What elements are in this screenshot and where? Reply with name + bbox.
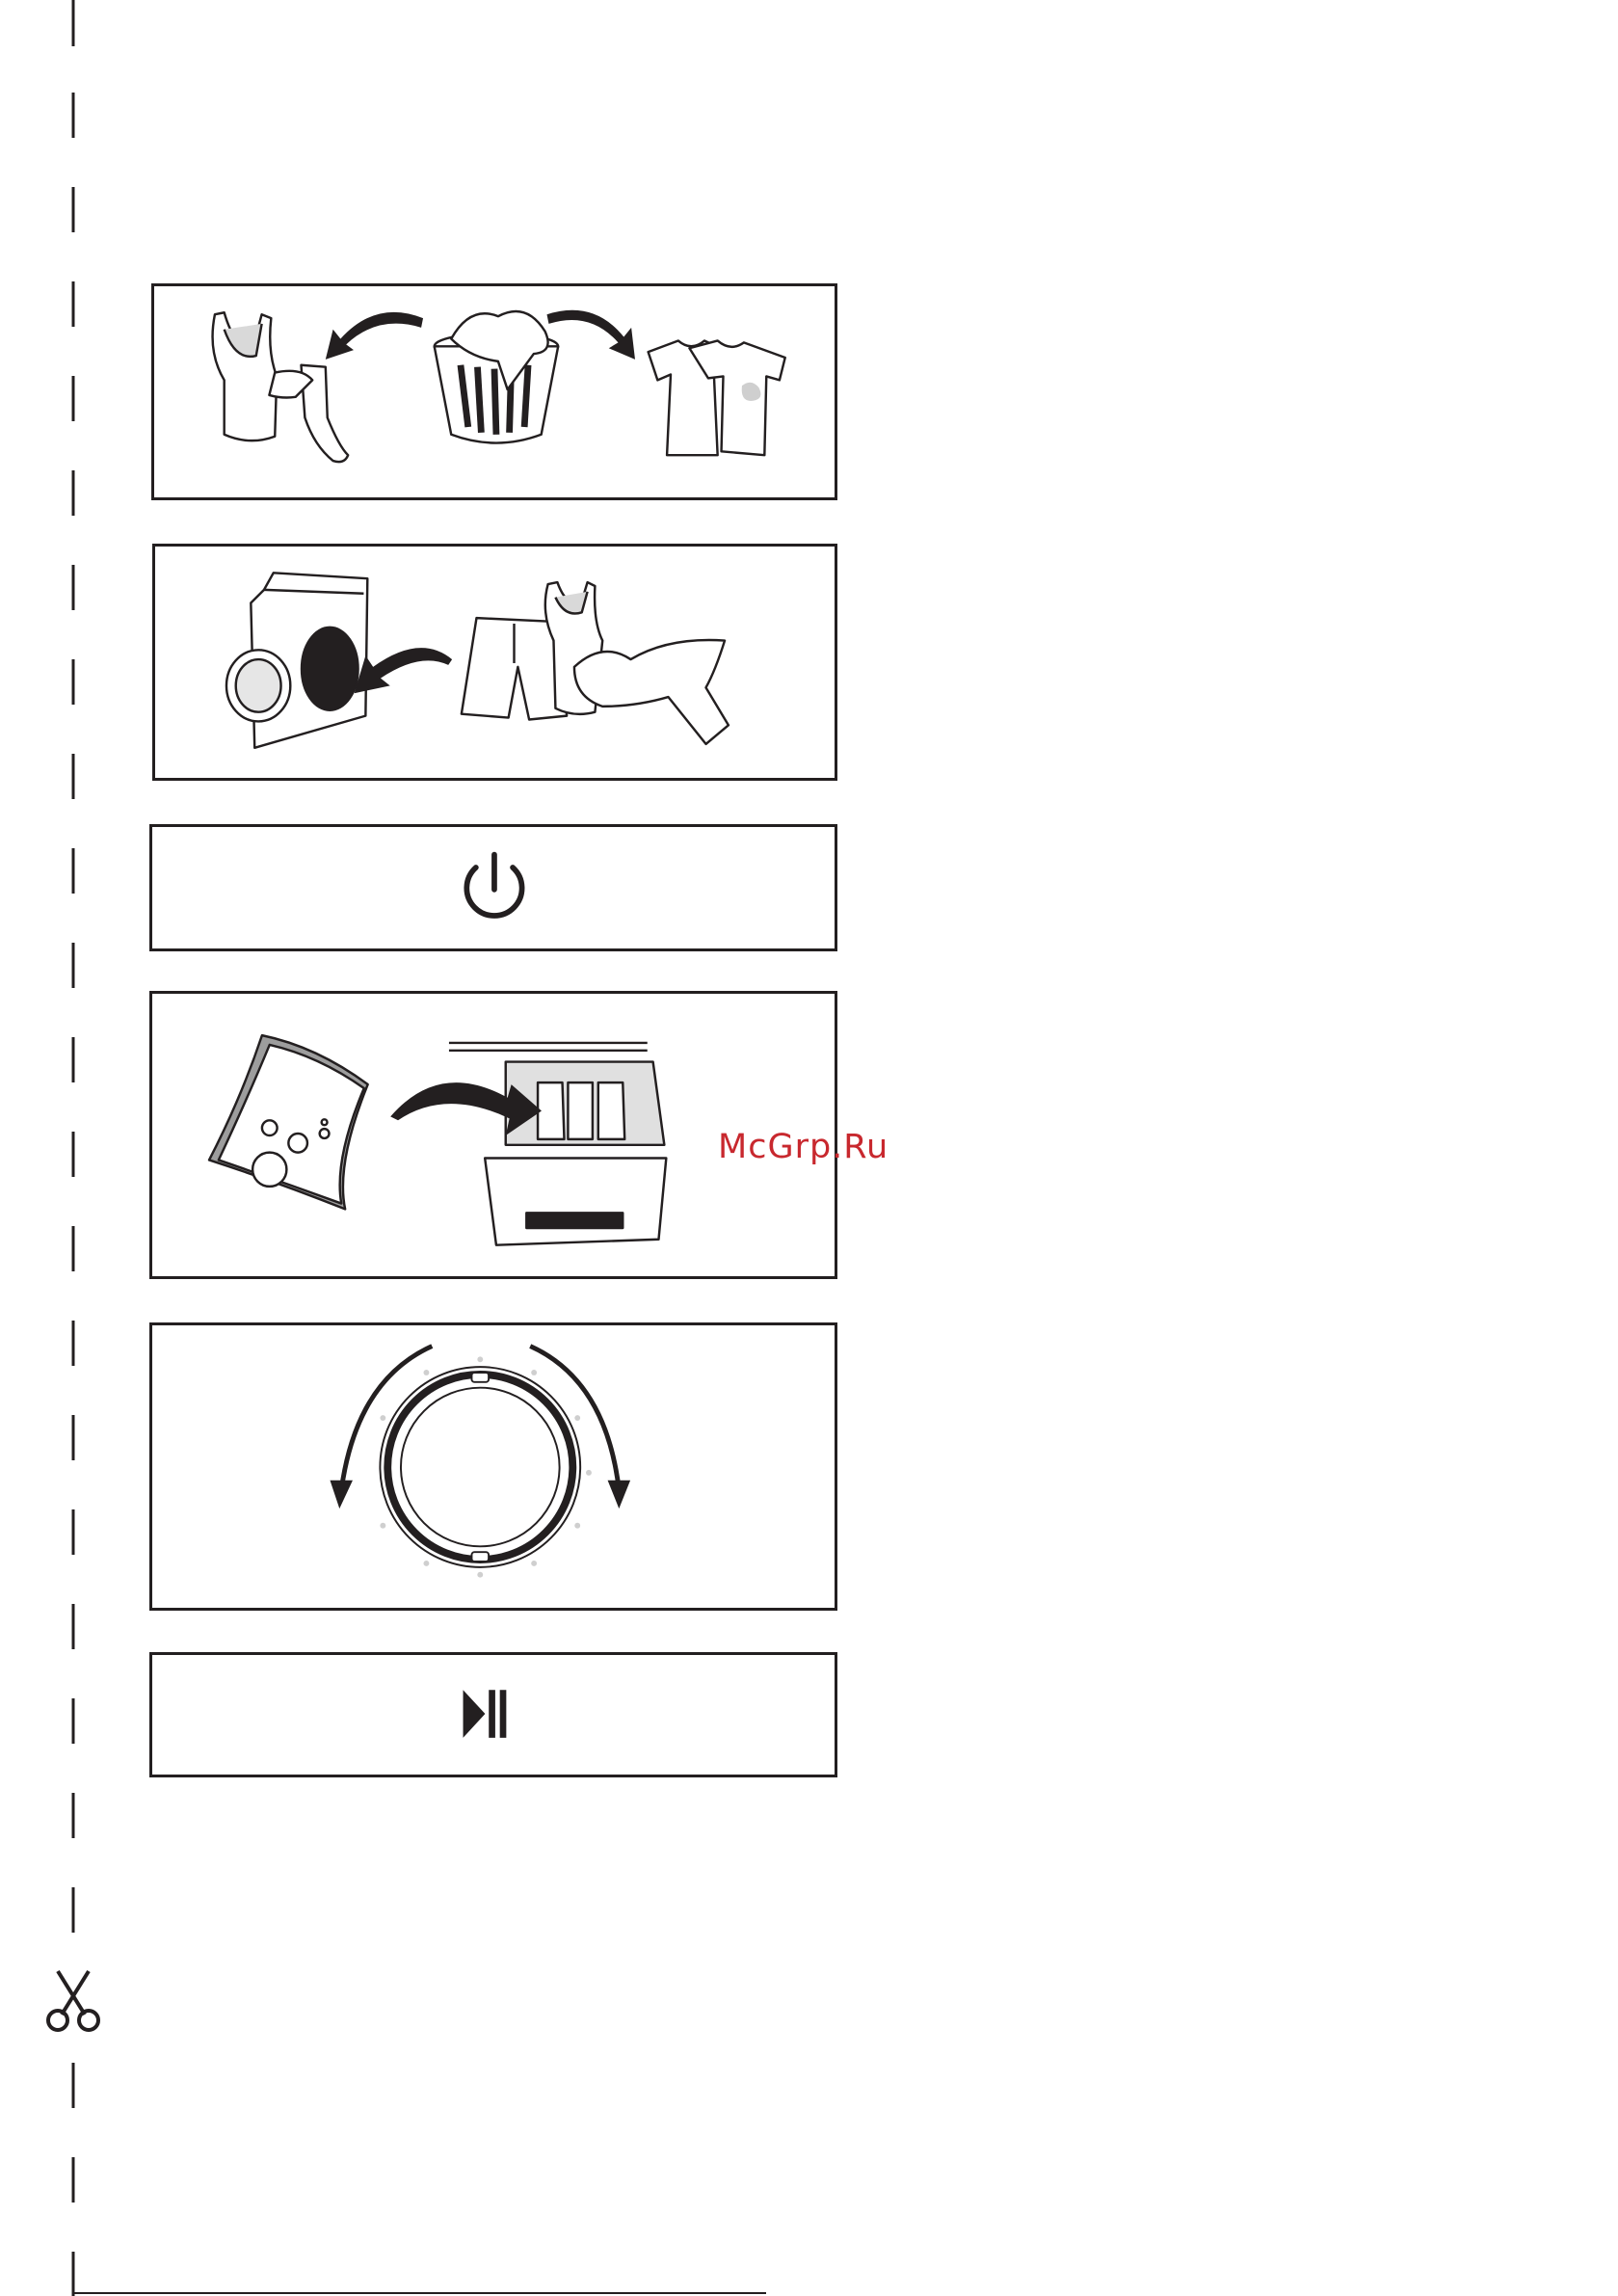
watermark-text: McGrp.Ru xyxy=(718,1128,889,1166)
scarf-icon xyxy=(574,640,729,744)
step-start-pause-panel xyxy=(149,1652,837,1777)
footer-rule xyxy=(72,2292,766,2294)
washing-machine-icon xyxy=(226,573,367,747)
laundry-basket-icon xyxy=(435,311,558,443)
vest-icon xyxy=(213,312,278,441)
step-sort-laundry-panel xyxy=(151,283,837,500)
curved-arrow-icon xyxy=(355,648,452,693)
scissors-icon xyxy=(48,1971,98,2030)
play-pause-icon xyxy=(464,1690,507,1738)
step-select-program-panel xyxy=(149,1322,837,1611)
step-power-on-panel xyxy=(149,824,837,951)
power-icon xyxy=(466,855,521,916)
detergent-drawer-icon xyxy=(449,1043,666,1245)
program-dial-icon xyxy=(380,1356,592,1577)
tshirts-icon xyxy=(649,340,785,455)
sock-icon xyxy=(269,365,348,462)
cut-guide-line xyxy=(0,0,135,2296)
detergent-packet-icon xyxy=(209,1035,368,1209)
step-load-laundry-panel xyxy=(152,544,837,781)
